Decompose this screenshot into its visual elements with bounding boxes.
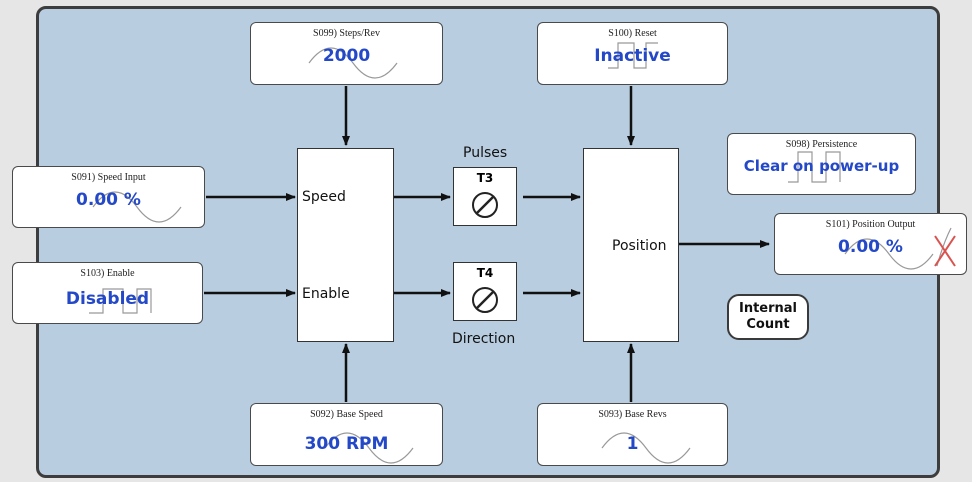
param-value: 2000 xyxy=(322,46,371,66)
sine-wave-icon xyxy=(844,238,934,270)
param-steps-rev[interactable]: S099) Steps/Rev 2000 xyxy=(250,22,443,85)
param-value: Inactive xyxy=(594,46,671,66)
square-wave-icon xyxy=(788,151,841,183)
block-label-position: Position xyxy=(612,238,667,254)
block-label-speed: Speed xyxy=(302,189,346,205)
param-reset[interactable]: S100) Reset Inactive xyxy=(537,22,728,85)
param-base-speed[interactable]: S092) Base Speed 300 RPM xyxy=(250,403,443,466)
internal-count-badge: Internal Count xyxy=(727,294,809,340)
screw-icon xyxy=(472,192,498,218)
param-label: S092) Base Speed xyxy=(310,409,383,420)
param-label: S101) Position Output xyxy=(825,219,916,230)
sine-wave-icon xyxy=(308,47,398,79)
position-block[interactable] xyxy=(583,148,679,342)
screw-icon xyxy=(472,287,498,313)
block-label-enable: Enable xyxy=(302,286,350,302)
param-speed-input[interactable]: S091) Speed Input 0.00 % xyxy=(12,166,205,228)
param-label: S103) Enable xyxy=(80,268,135,279)
sine-wave-icon xyxy=(92,191,182,223)
terminal-t4[interactable]: T4 xyxy=(453,262,517,321)
direction-caption: Direction xyxy=(452,331,516,347)
internal-count-line2: Count xyxy=(746,317,790,332)
param-base-revs[interactable]: S093) Base Revs 1 xyxy=(537,403,728,466)
square-wave-icon xyxy=(89,288,152,314)
disconnected-icon xyxy=(934,227,956,267)
pulses-caption: Pulses xyxy=(463,145,508,161)
internal-count-line1: Internal xyxy=(738,301,798,316)
square-wave-icon xyxy=(608,42,658,69)
param-label: S098) Persistence xyxy=(785,139,858,150)
param-value: Disabled xyxy=(65,289,150,309)
param-value: 1 xyxy=(626,434,639,454)
param-label: S093) Base Revs xyxy=(598,409,667,420)
param-value: 0.00 % xyxy=(838,237,903,257)
sine-wave-icon xyxy=(601,432,691,464)
param-value: 300 RPM xyxy=(304,434,389,454)
param-label: S099) Steps/Rev xyxy=(313,28,380,39)
param-value: 0.00 % xyxy=(76,190,141,210)
terminal-t3[interactable]: T3 xyxy=(453,167,517,226)
param-persistence[interactable]: S098) Persistence Clear on power-up xyxy=(727,133,916,195)
param-label: S091) Speed Input xyxy=(71,172,146,183)
param-position-output[interactable]: S101) Position Output 0.00 % xyxy=(774,213,967,275)
speed-enable-block[interactable] xyxy=(297,148,394,342)
param-value: Clear on power-up xyxy=(743,157,900,175)
terminal-label: T3 xyxy=(476,171,494,185)
param-enable[interactable]: S103) Enable Disabled xyxy=(12,262,203,324)
param-label: S100) Reset xyxy=(608,28,657,39)
sine-wave-icon xyxy=(324,432,414,464)
terminal-label: T4 xyxy=(476,266,494,280)
